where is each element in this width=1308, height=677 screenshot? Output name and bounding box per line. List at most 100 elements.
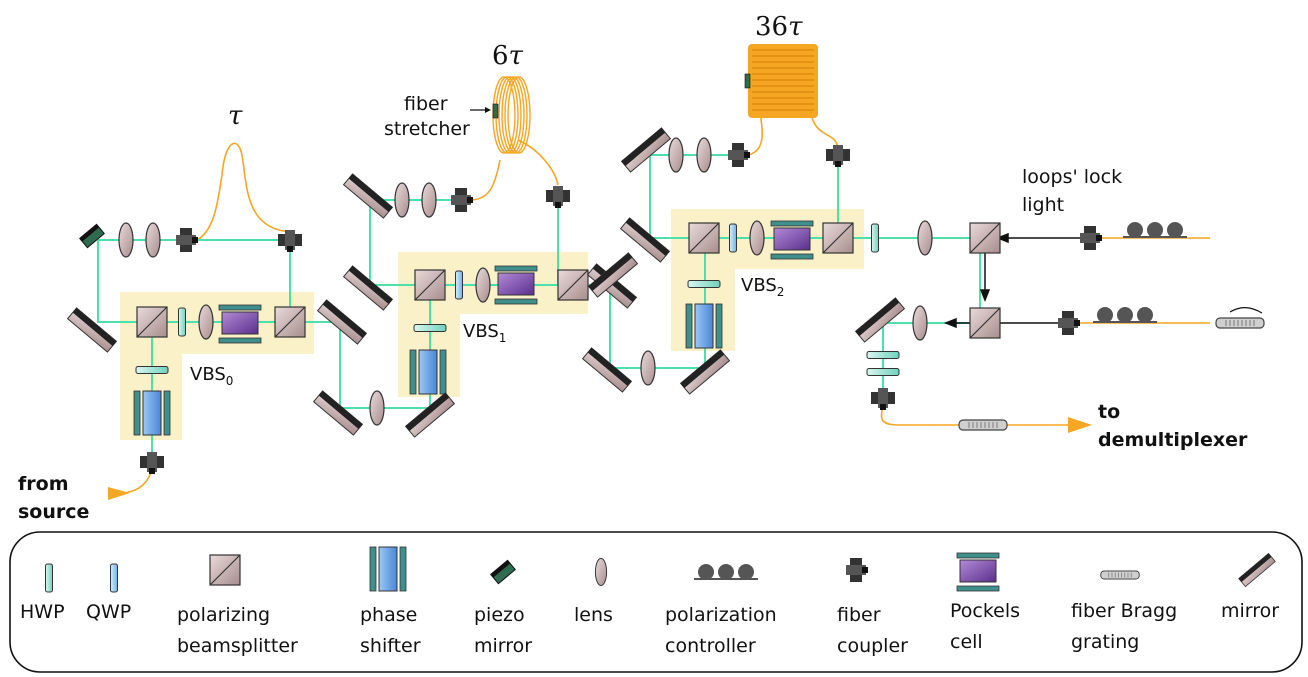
legend-coupler-label-2: coupler — [837, 635, 908, 657]
fiber-coupler-icon — [1058, 311, 1080, 335]
lock-light-label-2: light — [1022, 194, 1064, 216]
legend-pockels: Pockels cell — [950, 552, 1020, 653]
fiber-coupler-icon — [140, 452, 164, 474]
vbs0-label: VBS0 — [190, 364, 233, 388]
hwp-icon — [413, 324, 447, 332]
lock-light-label-1: loops' lock — [1022, 166, 1122, 188]
fiber-coupler-icon — [176, 228, 198, 252]
vbs2-label: VBS2 — [741, 275, 784, 299]
legend-polctrl: polarization controller — [665, 563, 777, 657]
mirror-icon — [343, 265, 393, 311]
legend-fbg: fiber Bragg grating — [1071, 570, 1177, 653]
legend-pbs-label-1: polarizing — [177, 604, 270, 626]
polarization-controller-icon — [693, 563, 759, 581]
pbs-icon — [822, 222, 854, 254]
lens-icon — [369, 390, 385, 426]
lens-icon — [421, 182, 437, 218]
legend-fbg-label-2: grating — [1071, 631, 1139, 653]
fiber-stretcher-label-2: stretcher — [384, 118, 470, 140]
mirror-icon — [343, 173, 393, 219]
hwp-icon — [687, 280, 721, 288]
lens-icon — [668, 137, 684, 173]
hwp-icon — [178, 307, 186, 337]
legend: HWP QWP polarizing beamsplitter phase sh… — [9, 531, 1303, 673]
piezo-mirror-icon — [79, 223, 105, 249]
fiber-stretcher-label-1: fiber — [404, 93, 448, 115]
legend-phase-shifter: phase shifter — [360, 546, 421, 657]
mirror-icon — [313, 390, 363, 436]
mirror-icon — [582, 347, 632, 393]
qwp-icon — [729, 223, 737, 253]
legend-pbs: polarizing beamsplitter — [177, 554, 298, 657]
mirror-icon — [855, 297, 905, 343]
legend-piezo: piezo mirror — [474, 559, 532, 657]
polarization-controller-icon — [1122, 221, 1188, 239]
diagram-labels: τ 6τ 36τ fiber stretcher VBS0 VBS1 VBS2 … — [18, 12, 1248, 523]
circulator-arrow-icon — [1229, 307, 1263, 314]
hwp-icon — [871, 223, 879, 253]
fbg-icon — [1100, 570, 1140, 580]
mirror-icon — [621, 127, 671, 173]
lens-icon — [118, 222, 134, 258]
fbg-icon — [958, 419, 1008, 431]
qwp-icon — [110, 563, 118, 593]
fiber-stretcher-device — [492, 103, 499, 119]
lens-icon — [912, 305, 928, 341]
fiber-coil-36tau — [748, 44, 818, 118]
qwp-icon — [455, 270, 463, 300]
legend-pockels-label-1: Pockels — [950, 600, 1020, 622]
hwp-icon — [45, 563, 53, 593]
fiber-coil-6tau — [492, 76, 531, 154]
phase-shifter-icon — [685, 303, 723, 349]
legend-fbg-label-1: fiber Bragg — [1071, 600, 1177, 622]
fiber-coupler-icon — [826, 145, 850, 167]
hwp-icon — [866, 368, 900, 376]
to-demux-label-1: to — [1098, 401, 1120, 423]
pbs-icon — [414, 269, 446, 301]
legend-mirror: mirror — [1221, 553, 1279, 622]
lens-icon — [749, 220, 765, 256]
to-demux-label-2: demultiplexer — [1098, 429, 1248, 451]
pbs-icon — [557, 269, 589, 301]
legend-piezo-label-1: piezo — [474, 604, 525, 626]
fiber-coupler-icon — [278, 230, 302, 252]
legend-phase-label-1: phase — [360, 604, 417, 626]
legend-mirror-label: mirror — [1221, 600, 1279, 622]
lens-icon — [198, 304, 214, 340]
lens-icon — [145, 222, 161, 258]
hwp-icon — [135, 366, 169, 374]
pbs-icon — [209, 554, 241, 586]
fiber-coupler-icon — [728, 143, 750, 167]
fiber-coupler-icon — [1080, 226, 1102, 250]
legend-qwp-label: QWP — [86, 601, 131, 623]
fiber-stretcher-device-36 — [744, 73, 751, 89]
legend-coupler-label-1: fiber — [837, 604, 881, 626]
legend-polctrl-label-2: controller — [665, 635, 756, 657]
source-arrow-icon — [108, 487, 130, 500]
pbs-icon — [688, 222, 720, 254]
pbs-icon — [969, 307, 1001, 339]
fiber-coupler-icon — [451, 188, 473, 212]
lock-arrows — [943, 232, 1085, 329]
vbs1-label: VBS1 — [463, 321, 506, 345]
from-source-label-1: from — [18, 473, 69, 495]
tau-label: τ — [228, 101, 243, 131]
polarization-controller-icon — [1092, 306, 1158, 324]
lens-icon — [917, 220, 933, 256]
legend-hwp-label: HWP — [20, 601, 65, 623]
pbs-icon — [136, 306, 168, 338]
fiber-tau-loop — [196, 142, 293, 241]
legend-lens: lens — [574, 557, 613, 626]
legend-piezo-label-2: mirror — [474, 635, 532, 657]
legend-phase-label-2: shifter — [360, 635, 421, 657]
lens-icon — [394, 182, 410, 218]
legend-lens-label: lens — [574, 604, 613, 626]
fiber-coupler-icon — [871, 388, 895, 410]
lens-icon — [594, 557, 608, 587]
six-tau-label: 6τ — [492, 41, 524, 71]
phase-shifter-icon — [409, 349, 447, 395]
legend-pbs-label-2: beamsplitter — [177, 635, 298, 657]
output-arrow-icon — [1068, 417, 1092, 433]
legend-qwp: QWP — [86, 563, 131, 623]
